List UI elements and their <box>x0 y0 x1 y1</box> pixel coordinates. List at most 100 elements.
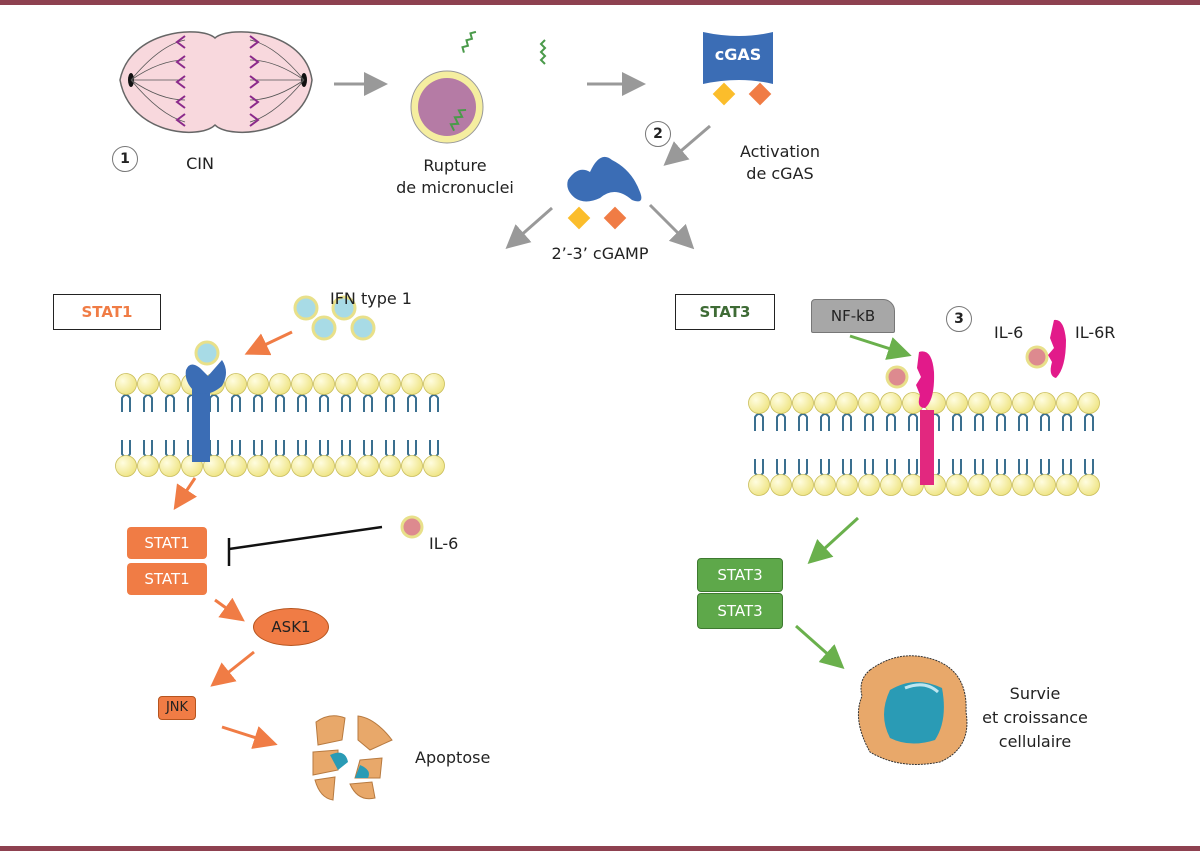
lipid-tail <box>1040 407 1050 483</box>
lipid-head <box>291 373 313 395</box>
lipid-head <box>269 373 291 395</box>
cin-label: CIN <box>186 154 214 173</box>
lipid-head <box>159 373 181 395</box>
survival-label-line2: et croissance <box>982 708 1088 727</box>
lipid-head <box>247 455 269 477</box>
micronucleus-icon <box>410 30 547 144</box>
stat1-panel-title: STAT1 <box>53 294 161 330</box>
lipid-tail <box>842 407 852 483</box>
sting-icon <box>567 156 642 230</box>
lipid-head <box>1034 474 1056 496</box>
arrow-nfkb-to-il6r <box>849 334 912 360</box>
lipid-head <box>379 373 401 395</box>
lipid-head <box>423 373 445 395</box>
lipid-tail <box>165 388 175 464</box>
lipid-head <box>401 373 423 395</box>
il6-molecule-bound <box>885 365 909 389</box>
lipid-head <box>1012 392 1034 414</box>
jnk-node: JNK <box>158 696 196 720</box>
lipid-tail <box>798 407 808 483</box>
il6-molecule-left <box>400 515 424 539</box>
lipid-head <box>247 373 269 395</box>
il6-molecule-free <box>1025 345 1049 369</box>
il6r-label: IL-6R <box>1075 323 1116 342</box>
lipid-head <box>748 392 770 414</box>
lipid-head <box>335 373 357 395</box>
lipid-tail <box>820 407 830 483</box>
lipid-head <box>225 373 247 395</box>
apoptosis-label: Apoptose <box>415 748 491 767</box>
il6-receptor-membrane-icon <box>916 351 935 485</box>
ifn-receptor-icon <box>185 360 226 462</box>
lipid-tail <box>429 388 439 464</box>
lipid-head <box>1078 474 1100 496</box>
lipid-head <box>357 373 379 395</box>
lipid-head <box>269 455 291 477</box>
lipid-head <box>137 455 159 477</box>
lipid-head <box>1056 392 1078 414</box>
arrow-membrane-to-stat3 <box>807 516 860 565</box>
lipid-tail <box>407 388 417 464</box>
lipid-tail <box>297 388 307 464</box>
lipid-tail <box>776 407 786 483</box>
lipid-tail <box>1018 407 1028 483</box>
lipid-head <box>335 455 357 477</box>
lipid-head <box>115 373 137 395</box>
stat1-top-box: STAT1 <box>127 527 207 559</box>
lipid-head <box>313 373 335 395</box>
inhibition-line <box>228 525 383 551</box>
lipid-head <box>770 474 792 496</box>
micronuclei-label-line2: de micronuclei <box>396 178 514 197</box>
lipid-head <box>880 474 902 496</box>
arrow-to-stat1-panel <box>505 206 553 249</box>
lipid-tail <box>363 388 373 464</box>
cgamp-label: 2’-3’ cGAMP <box>551 244 649 263</box>
lipid-tail <box>275 388 285 464</box>
lipid-head <box>1056 474 1078 496</box>
lipid-head <box>225 455 247 477</box>
lipid-tail <box>253 388 263 464</box>
ask1-node: ASK1 <box>253 608 329 646</box>
apoptotic-cell-icon <box>312 715 393 801</box>
arrow-stat1-to-ask1 <box>214 597 245 622</box>
arrow-stat3-to-survival <box>795 624 845 669</box>
ifn-label: IFN type 1 <box>330 289 412 308</box>
survival-label-line1: Survie <box>1009 684 1061 703</box>
dividing-cell-icon <box>119 31 313 134</box>
lipid-tail <box>209 388 219 464</box>
arrow-cgas-to-sting <box>663 124 711 166</box>
top-border <box>0 0 1200 5</box>
lipid-tail <box>886 407 896 483</box>
lipid-head <box>814 474 836 496</box>
lipid-head <box>968 474 990 496</box>
arrow-jnk-to-apoptosis <box>221 725 278 749</box>
lipid-head <box>291 455 313 477</box>
lipid-tail <box>996 407 1006 483</box>
lipid-tail <box>864 407 874 483</box>
lipid-tail <box>341 388 351 464</box>
lipid-head <box>858 392 880 414</box>
step-1-badge: 1 <box>112 146 138 172</box>
cell-membrane-right <box>748 392 1100 496</box>
lipid-head <box>1078 392 1100 414</box>
lipid-tail <box>952 407 962 483</box>
lipid-tail <box>143 388 153 464</box>
lipid-head <box>990 474 1012 496</box>
lipid-head <box>792 474 814 496</box>
bottom-border <box>0 846 1200 851</box>
activation-label-line1: Activation <box>739 142 821 161</box>
lipid-head <box>115 455 137 477</box>
lipid-tail <box>121 388 131 464</box>
lipid-head <box>946 392 968 414</box>
lipid-head <box>159 455 181 477</box>
lipid-head <box>858 474 880 496</box>
lipid-head <box>814 392 836 414</box>
nfkb-node: NF-kB <box>811 299 895 333</box>
il6-label-left: IL-6 <box>429 534 459 553</box>
step-2-badge: 2 <box>645 121 671 147</box>
lipid-head <box>1034 392 1056 414</box>
ifn-molecules <box>194 295 376 366</box>
lipid-head <box>1012 474 1034 496</box>
arrow-receptor-to-stat1 <box>173 477 197 510</box>
